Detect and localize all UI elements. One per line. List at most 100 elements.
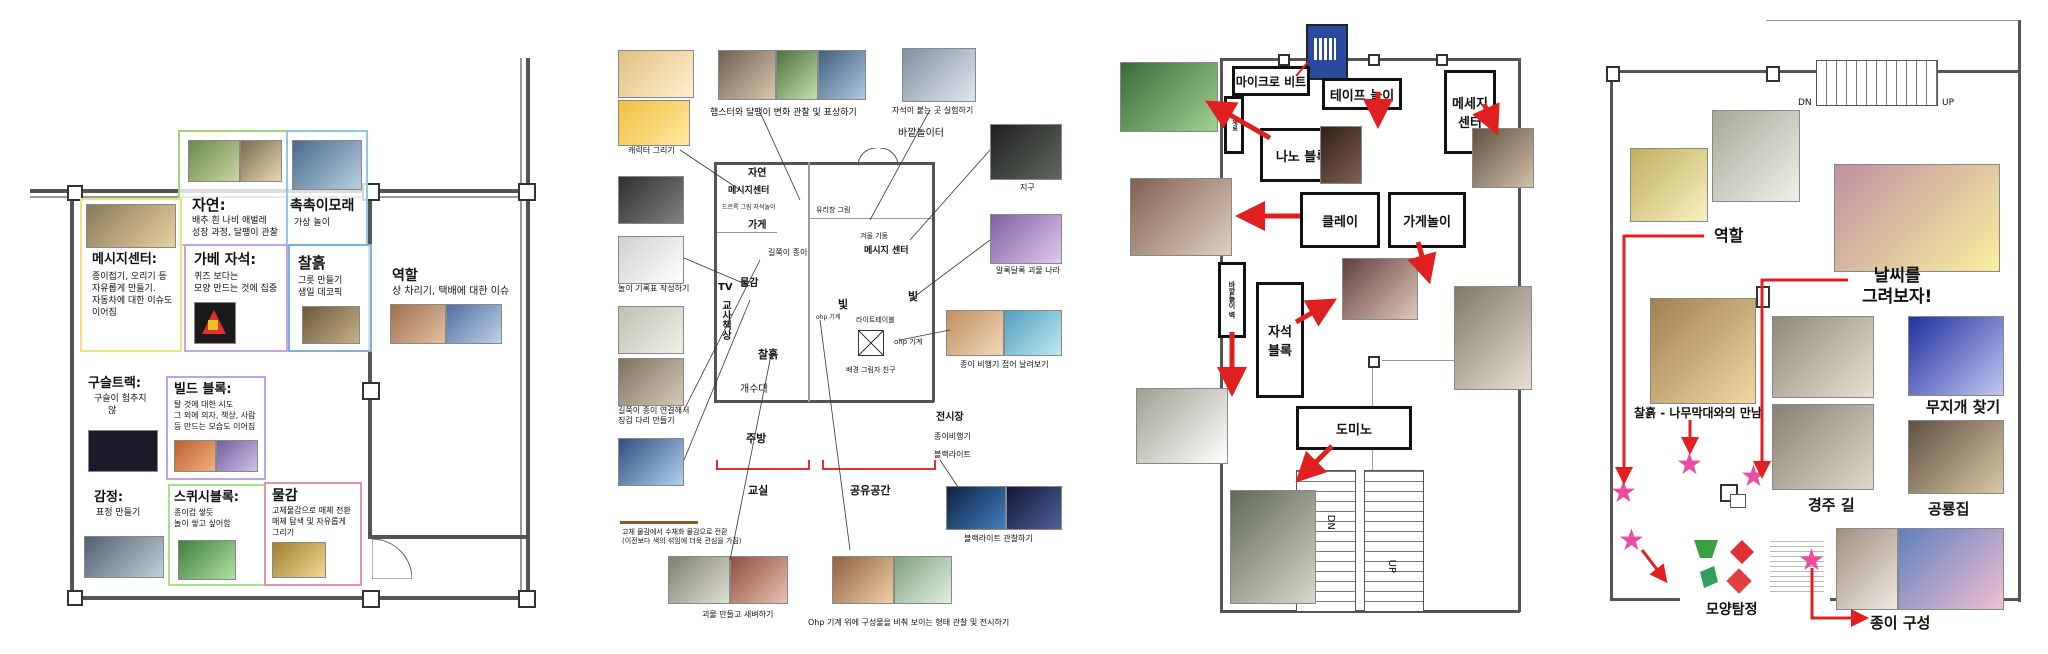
zone-title: 가베 자석: (194, 252, 256, 268)
photo (990, 124, 1062, 180)
photo (1230, 490, 1316, 604)
room-label: ohp 기계 (816, 314, 841, 321)
caption: 블랙라이트 관찰하기 (964, 534, 1033, 543)
connector-lines (679, 109, 991, 561)
photo (1136, 388, 1228, 464)
wall (714, 400, 934, 403)
zone-role-title: 역할 (392, 268, 418, 284)
label-magnet-block: 자석 블록 (1256, 282, 1304, 398)
pillar (1436, 54, 1448, 66)
room-label: 공유공간 (850, 484, 891, 497)
wall (1610, 70, 2020, 73)
label-rainbow: 무지개 찾기 (1926, 398, 2001, 416)
label-text: 바깥놀이 벽 (1228, 281, 1236, 319)
staircase (1364, 470, 1424, 612)
room-label: 메시지 센터 (864, 246, 909, 256)
room-label: 길쭉이 종이 (768, 248, 808, 257)
zone-desc: 탈 것에 대한 시도 (174, 400, 234, 409)
room-label: 가게 (748, 220, 767, 231)
wall (714, 162, 717, 402)
zone-desc: 등 만드는 모습도 이어짐 (174, 422, 256, 431)
wall-right (526, 58, 530, 600)
pillar (67, 185, 83, 201)
label-text: 날씨를 그려보자! (1862, 266, 1933, 308)
room-label: 드르륵 그림 자석놀이 (722, 204, 776, 211)
label-clay: 클레이 (1300, 192, 1380, 248)
panel-floorplan-1: 자연: 배추 흰 나비 애벌레 성장 과정, 달팽이 관찰 촉촉이모래 가상 놀… (0, 0, 540, 654)
room-label: 교실 (748, 484, 769, 497)
zone-desc: 매체 탐색 및 자유롭게 (272, 517, 346, 526)
zone-gabe-magnet: 가베 자석: 퀴즈 보다는 모양 만드는 것에 집중 (184, 244, 288, 352)
pillar (518, 183, 536, 201)
room-label: 유리창 그림 (816, 206, 851, 214)
photo (618, 358, 684, 406)
zone-title: 메시지센터: (92, 252, 157, 267)
photo (1772, 404, 1874, 490)
arrows (1205, 61, 1500, 483)
label-text: 자석 블록 (1268, 325, 1292, 359)
light-table (858, 330, 884, 356)
caption: 햄스터와 달팽이 변화 관찰 및 표상하기 (710, 108, 857, 118)
shape-card-text (1770, 540, 1824, 596)
zone-title: 촉촉이모래 (290, 198, 355, 214)
room-label: 전시장 (936, 412, 964, 423)
photo (1834, 164, 2000, 272)
zone-desc: 가상 놀이 (294, 218, 330, 228)
room-label: 주방 (746, 432, 767, 445)
zone-desc: 그 외에 의자, 책상, 사람 (174, 411, 256, 420)
zone-desc: 퀴즈 보다는 (194, 272, 239, 282)
wall-bottom (70, 596, 530, 600)
photo (1772, 316, 1874, 398)
photo (1712, 110, 1800, 202)
room-label: 배경 그림자 친구 (846, 366, 896, 374)
zone-desc: 구슬이 험추지 (94, 394, 147, 404)
wall-right-inner (520, 58, 522, 600)
photo (618, 50, 694, 98)
panel-floorplan-2: 캐릭터 그리기 햄스터와 달팽이 변화 관찰 및 표상하기 자석이 붙는 곳 실… (610, 0, 1080, 654)
room-label: TV (718, 282, 733, 293)
label-role: 역할 (1714, 226, 1744, 245)
photo (272, 542, 326, 578)
caption: 종이 비행기 접어 날려보기 (960, 360, 1049, 369)
photo (446, 304, 502, 344)
room-label: 교사책상 (719, 300, 731, 340)
photo (292, 140, 362, 190)
pillar (362, 382, 380, 400)
zone-squishy-block: 스퀴시블록: 종이컵 쌓듯 놀이 쌓고 싶어함 (168, 484, 266, 586)
caption: 지구 (1020, 183, 1035, 192)
star-icon: ★ (1618, 523, 1645, 558)
zone-desc: 배추 흰 나비 애벌레 (192, 216, 267, 226)
label-dragon-house: 공룡집 (1928, 500, 1970, 518)
photo (668, 556, 730, 604)
caption: 바깥놀이터 (898, 128, 944, 139)
zone-title: 빌드 블록: (174, 382, 232, 397)
photo (618, 100, 690, 146)
photo (618, 176, 684, 224)
caption: Ohp 기계 위에 구성물을 비춰 보이는 형태 관찰 및 전시하기 (808, 618, 1010, 627)
bracket-shared (822, 460, 936, 470)
photo (1650, 298, 1756, 404)
photo (946, 486, 1006, 530)
wall-mid-horizontal (372, 535, 526, 539)
caption: 알록달록 괴물 나라 (996, 266, 1060, 275)
wall-inner (1766, 20, 2018, 21)
photo (88, 430, 158, 472)
door-swing (372, 539, 412, 579)
stair-label: UP (1942, 98, 1955, 108)
photo (618, 306, 684, 354)
zone-sensory-sand: 촉촉이모래 가상 놀이 (286, 130, 368, 246)
room-label: 빛 (838, 298, 849, 311)
photo (1898, 528, 2004, 610)
room-label: 겨울 기둥 (860, 232, 888, 240)
label-draw-seed: 날씨를 그려보자! (1862, 266, 1932, 309)
pillar (518, 590, 536, 608)
panel-floorplan-3: 마이크로 비트 테이프 놀이 메세지 센터 재료 나노 블록 클레이 가게놀이 … (1120, 0, 1540, 654)
wall-left (70, 189, 74, 599)
zone-title: 자연: (192, 196, 226, 214)
label-shape-explore: 모양탐정 (1706, 602, 1758, 618)
wall-inner (808, 162, 810, 402)
room-label: 찰흙 (758, 348, 779, 361)
zone-desc: 고체물감으로 매체 전환 (272, 506, 351, 515)
zone-message-center: 메시지센터: 종이접기, 오리기 등 자유롭게 만들기. 자동차에 대한 이슈도… (80, 198, 182, 352)
photo (990, 214, 1062, 264)
